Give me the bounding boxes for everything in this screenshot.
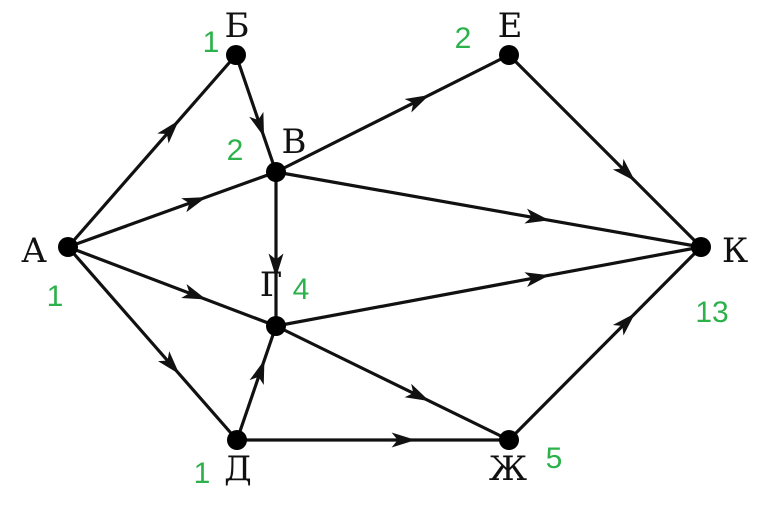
edge-A-D xyxy=(66,245,239,442)
node-V-path-count: 2 xyxy=(227,134,244,167)
edge-V-E xyxy=(275,53,510,174)
node-G-path-count: 4 xyxy=(293,273,310,306)
edge-line xyxy=(507,245,703,442)
arrowhead-icon xyxy=(249,111,265,138)
node-A-dot xyxy=(58,237,78,257)
edge-line xyxy=(67,245,277,328)
arrowhead-icon xyxy=(524,272,550,287)
node-D-path-count: 1 xyxy=(194,457,211,490)
arrowhead-icon xyxy=(391,432,416,448)
node-V-dot xyxy=(266,162,286,182)
arrowhead-icon xyxy=(404,94,430,113)
arrowhead-icon xyxy=(268,253,284,278)
node-D-dot xyxy=(227,430,247,450)
edge-line xyxy=(66,245,239,442)
edge-G-K xyxy=(275,245,702,328)
nodes-layer xyxy=(58,45,711,450)
arrowhead-icon xyxy=(181,197,207,213)
arrowhead-icon xyxy=(612,158,636,182)
arrowhead-icon xyxy=(181,283,207,300)
node-G-label: Г xyxy=(260,265,283,305)
node-E-path-count: 2 xyxy=(455,22,472,55)
edge-line xyxy=(66,53,238,249)
edge-line xyxy=(235,325,278,441)
node-B-dot xyxy=(226,45,246,65)
arrowhead-icon xyxy=(157,351,180,375)
edge-A-B xyxy=(66,53,238,249)
edge-D-G xyxy=(235,325,278,441)
node-B-path-count: 1 xyxy=(203,26,220,59)
edge-line xyxy=(507,53,703,249)
edge-A-G xyxy=(67,245,277,328)
node-K-label: К xyxy=(722,231,748,271)
edge-V-G xyxy=(268,172,284,326)
node-D-label: Д xyxy=(224,449,252,489)
node-E-dot xyxy=(499,45,519,65)
node-A-path-count: 1 xyxy=(47,280,64,313)
node-K-path-count: 13 xyxy=(695,296,728,329)
edges-layer xyxy=(66,53,703,448)
edge-line xyxy=(275,245,702,328)
edge-A-V xyxy=(67,170,277,249)
edge-G-Zh xyxy=(275,324,510,442)
edge-line xyxy=(275,324,510,442)
edge-V-K xyxy=(275,170,702,249)
node-A-label: А xyxy=(21,231,47,271)
edge-E-K xyxy=(507,53,703,249)
node-B-label: Б xyxy=(225,6,250,46)
edge-B-V xyxy=(234,54,278,173)
node-G-dot xyxy=(266,316,286,336)
arrowhead-icon xyxy=(612,313,636,336)
arrowhead-icon xyxy=(524,208,550,224)
edge-D-Zh xyxy=(237,432,509,448)
node-Zh-label: Ж xyxy=(489,449,527,489)
edge-line xyxy=(67,170,277,249)
edge-line xyxy=(275,53,510,174)
node-K-dot xyxy=(691,237,711,257)
node-Zh-dot xyxy=(499,430,519,450)
arrowhead-icon xyxy=(249,359,265,385)
node-V-label: В xyxy=(282,122,307,162)
node-Zh-path-count: 5 xyxy=(546,442,563,475)
edge-line xyxy=(275,170,702,249)
arrowhead-icon xyxy=(404,383,430,402)
arrowhead-icon xyxy=(157,120,179,144)
node-E-label: Е xyxy=(498,6,523,46)
edge-line xyxy=(234,54,278,173)
edge-Zh-K xyxy=(507,245,703,442)
